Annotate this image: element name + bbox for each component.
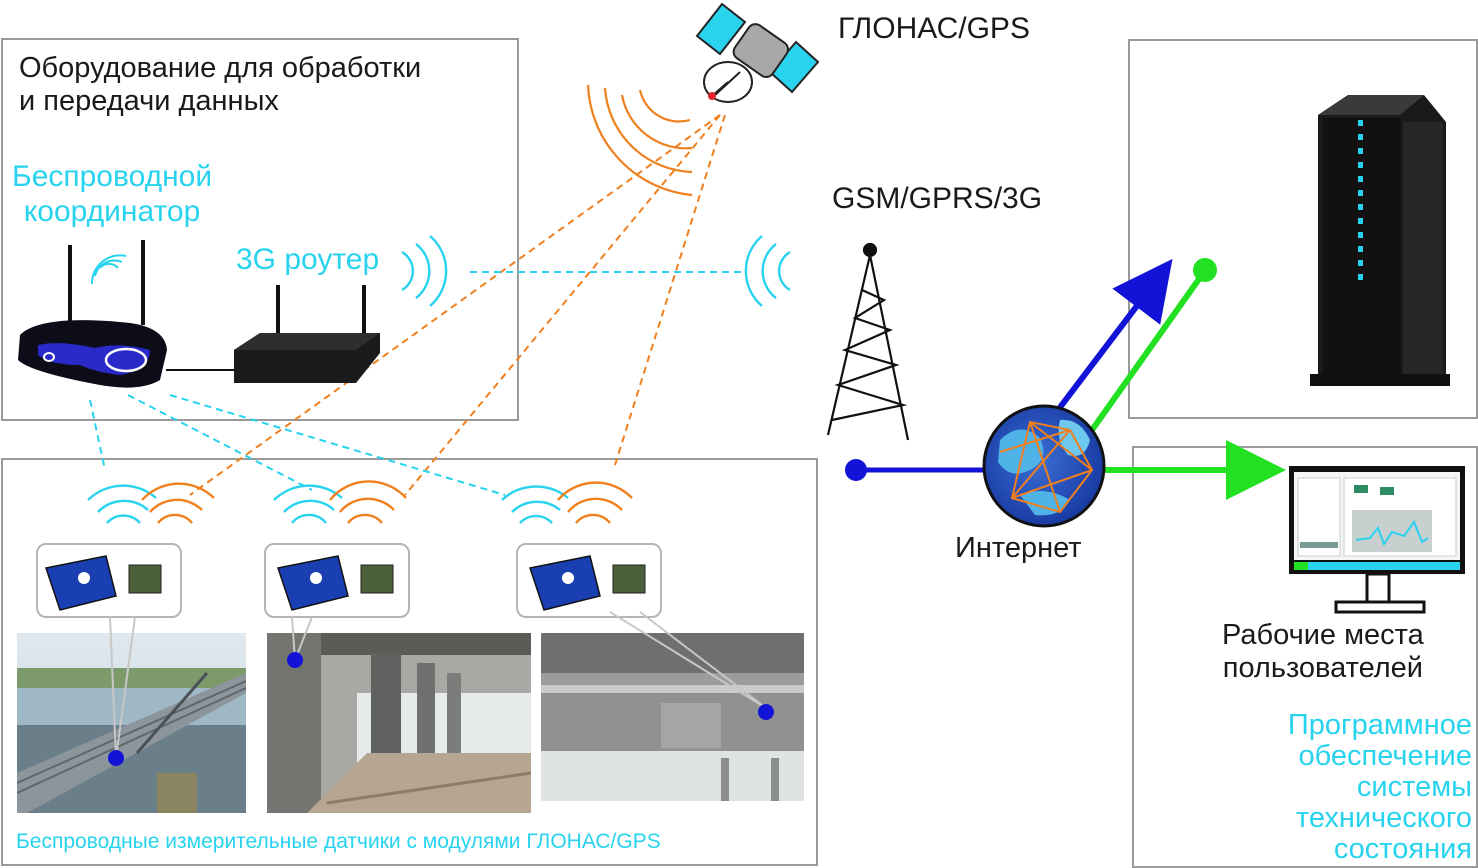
gsm-label: GSM/GPRS/3G (832, 182, 1043, 215)
software-line-4: технического (1295, 802, 1472, 835)
equipment-title-line1: Оборудование для обработки (19, 52, 422, 84)
wireless-coordinator-line1: Беспроводной (12, 160, 213, 193)
coordinator-signal-icon (90, 254, 127, 285)
software-label: Программное обеспечение системы техничес… (1287, 709, 1473, 866)
workplaces-label: Рабочие места пользователей (1222, 619, 1424, 686)
internet-label: Интернет (955, 532, 1082, 564)
wireless-coordinator-label: Беспроводной координатор (12, 160, 212, 229)
software-line-5: состояния (1333, 833, 1472, 866)
wireless-coordinator-icon (18, 240, 167, 388)
sensors-caption: Беспроводные измерительные датчики с мод… (16, 830, 661, 853)
gps-module-icon (128, 564, 646, 594)
satellite-signal-icon (586, 84, 693, 197)
router-signal-icon (401, 235, 448, 307)
tower-signal-icon (744, 235, 791, 307)
girder-photo (541, 633, 804, 801)
software-line-1: Программное (1287, 709, 1472, 741)
satellite-icon (695, 2, 820, 103)
sensor-signal-icons (87, 480, 633, 524)
underside-photo (267, 633, 531, 813)
workplaces-line1: Рабочие места (1222, 619, 1424, 651)
cell-tower-icon (826, 242, 910, 441)
software-line-3: системы (1356, 771, 1472, 804)
equipment-title-line2: и передачи данных (19, 85, 279, 118)
wireless-links (89, 271, 745, 496)
gps-links (189, 114, 726, 496)
equipment-title: Оборудование для обработки и передачи да… (19, 52, 421, 119)
server-rack-icon (1310, 95, 1450, 386)
glonass-label: ГЛОНАС/GPS (838, 12, 1030, 45)
sensor-module-icon (45, 555, 601, 611)
router-label: 3G роутер (236, 243, 380, 276)
3g-router-icon (234, 285, 380, 383)
workplaces-line2: пользователей (1222, 652, 1424, 685)
software-line-2: обеспечение (1298, 740, 1473, 773)
bridge-photo (17, 633, 246, 813)
wireless-coordinator-line2: координатор (23, 194, 201, 228)
workstation-monitor-icon (1289, 466, 1465, 614)
internet-globe-icon (982, 404, 1106, 528)
